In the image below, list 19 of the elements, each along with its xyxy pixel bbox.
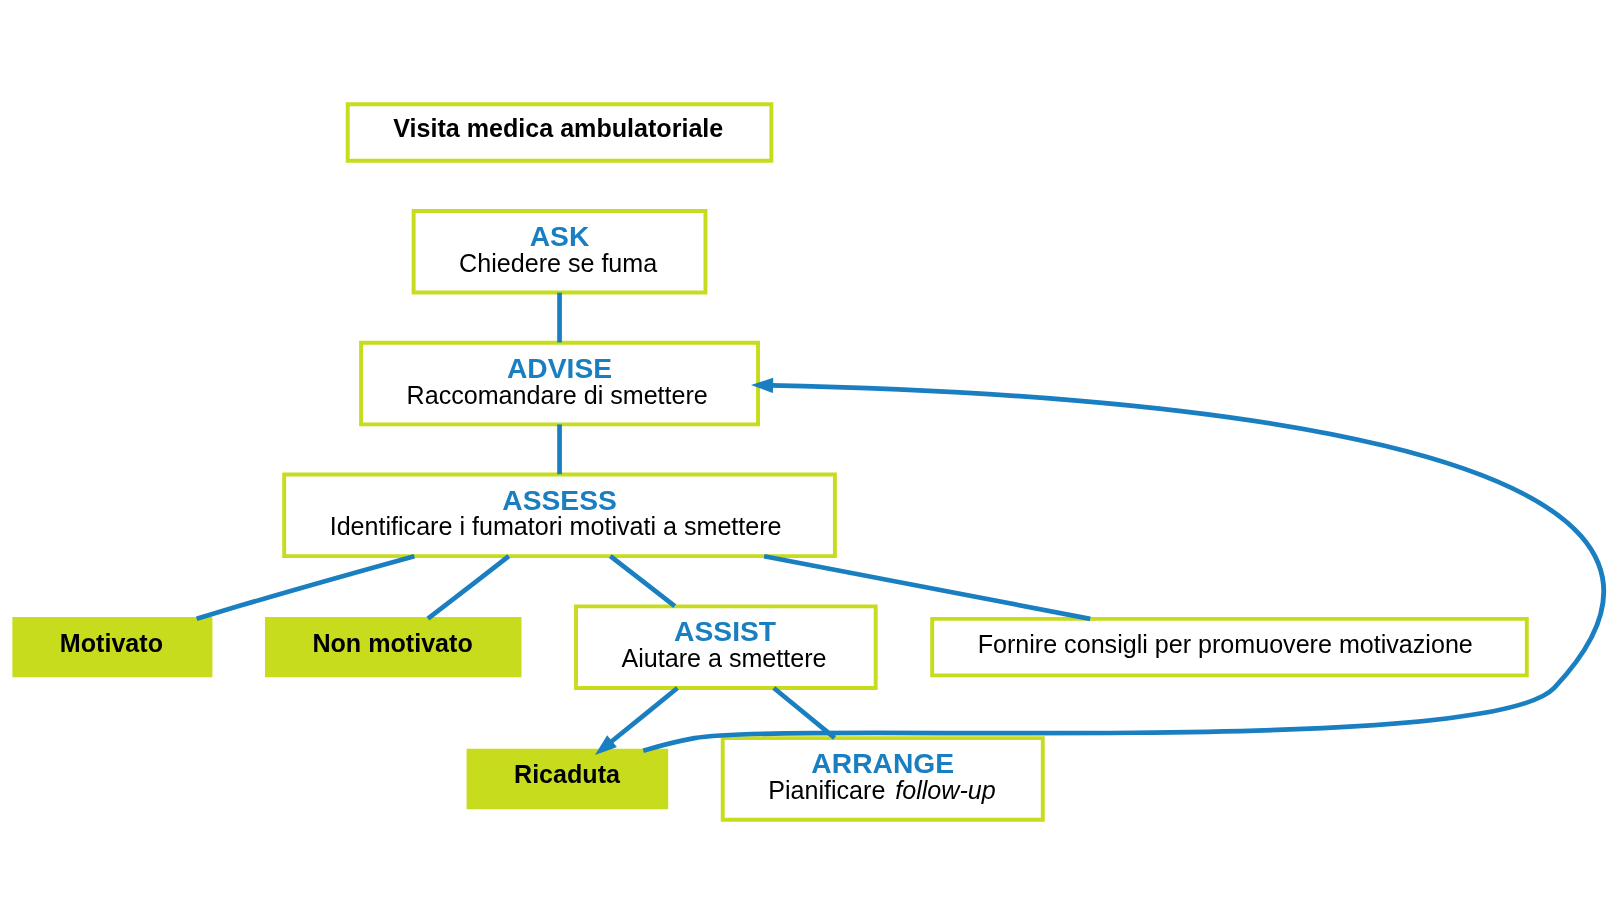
connector xyxy=(557,292,562,343)
node-box: ASSIST Aiutare a smettere xyxy=(574,604,878,690)
node-box: ARRANGE Pianificare follow-up xyxy=(720,736,1045,822)
node-box: ASK Chiedere se fuma xyxy=(411,209,708,295)
node-box: Fornire consigli per promuovere motivazione xyxy=(930,616,1529,678)
node-box: ASSESS Identificare i fumatori motivati a smettere xyxy=(282,472,837,559)
node-box: Non motivato xyxy=(264,616,522,678)
connector xyxy=(772,686,837,740)
node-box: Motivato xyxy=(12,616,213,678)
connector xyxy=(557,424,562,475)
connector xyxy=(608,554,677,608)
node-box: Ricaduta xyxy=(466,748,669,810)
arrow xyxy=(642,377,1605,753)
node-box: Visita medica ambulatoriale xyxy=(345,102,774,163)
arrow xyxy=(594,686,679,755)
connector xyxy=(195,553,415,622)
connector xyxy=(763,553,1091,622)
connector xyxy=(426,554,511,621)
node-box: ADVISE Raccomandare di smettere xyxy=(359,340,760,427)
